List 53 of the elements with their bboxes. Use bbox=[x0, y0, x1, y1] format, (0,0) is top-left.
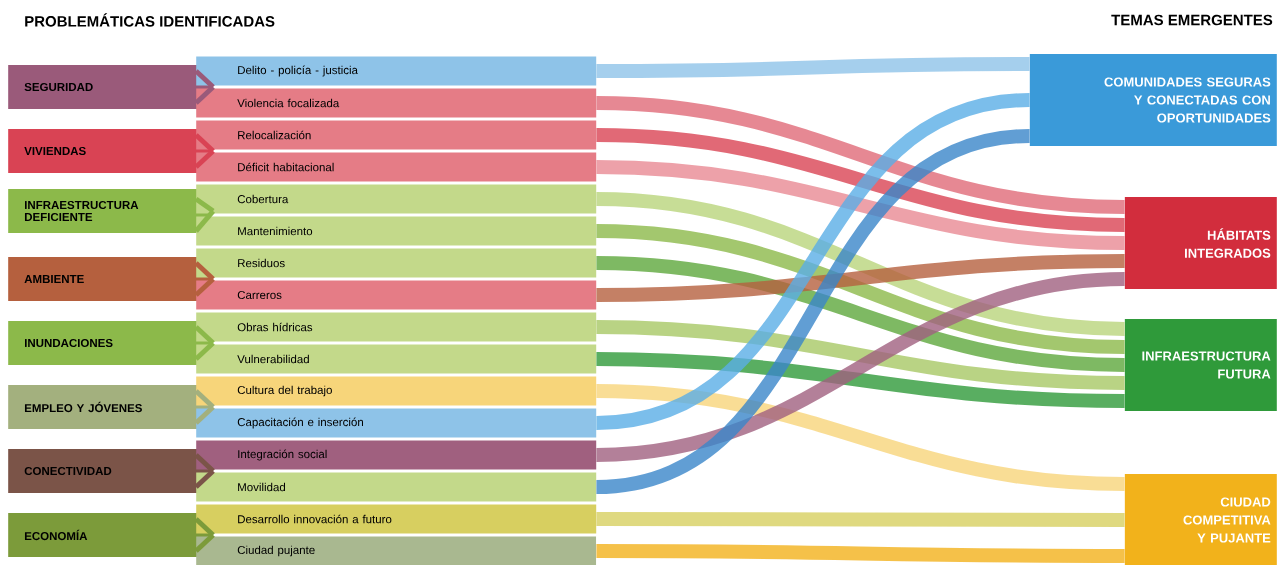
flow-ribbon bbox=[595, 272, 1126, 462]
connector-strip bbox=[194, 209, 216, 233]
topic-band: Residuos bbox=[196, 248, 597, 278]
connector-strip bbox=[194, 517, 215, 537]
topic-band: Capacitación e inserción bbox=[196, 408, 597, 438]
theme-band: CIUDAD COMPETITIVA Y PUJANTE bbox=[1124, 474, 1277, 565]
connector-strip bbox=[194, 277, 215, 297]
topic-band: Carreros bbox=[196, 280, 597, 310]
flow-ribbon bbox=[596, 352, 1125, 408]
theme-band: COMUNIDADES SEGURAS Y CONECTADAS CON OPORTUNIDADES bbox=[1029, 54, 1277, 146]
flow-ribbon bbox=[596, 256, 1125, 372]
connector-strip bbox=[194, 469, 215, 489]
topic-band: Desarrollo innovación a futuro bbox=[196, 504, 597, 534]
connector-strip bbox=[194, 453, 215, 473]
connector-strip bbox=[194, 341, 215, 361]
topic-band: Delito - policía - justicia bbox=[196, 56, 597, 86]
connector-strip bbox=[194, 69, 215, 89]
flow-ribbon bbox=[596, 320, 1125, 390]
flow-ribbon bbox=[595, 129, 1031, 494]
connector-strip bbox=[194, 325, 215, 345]
flow-ribbon bbox=[596, 254, 1125, 302]
flow-ribbon bbox=[596, 128, 1125, 232]
connector-strip bbox=[194, 405, 215, 425]
topic-band: Violencia focalizada bbox=[196, 88, 597, 118]
flow-ribbon bbox=[596, 544, 1125, 563]
theme-band: HÁBITATS INTEGRADOS bbox=[1124, 197, 1277, 289]
topic-band: Vulnerabilidad bbox=[196, 344, 597, 374]
connector-strip bbox=[194, 85, 215, 105]
heading: TEMAS EMERGENTES bbox=[1111, 14, 1273, 26]
connector-strip bbox=[194, 196, 215, 214]
topic-band: Integración social bbox=[196, 440, 597, 470]
topic-band: Ciudad pujante bbox=[196, 536, 597, 565]
topic-band: Obras hídricas bbox=[196, 312, 597, 342]
topic-band: Mantenimiento bbox=[196, 216, 597, 246]
connector-strip bbox=[194, 261, 215, 281]
flow-ribbon bbox=[595, 93, 1031, 430]
topic-band: Movilidad bbox=[196, 472, 597, 502]
connector-strip bbox=[194, 389, 215, 409]
topic-band: Relocalización bbox=[196, 120, 597, 150]
flow-ribbon bbox=[596, 224, 1125, 354]
connector-strip bbox=[194, 149, 215, 169]
topic-band: Déficit habitacional bbox=[196, 152, 597, 182]
connector-strip bbox=[194, 133, 215, 153]
topic-band: Cobertura bbox=[196, 184, 597, 214]
flow-ribbon bbox=[596, 96, 1125, 214]
flow-ribbon bbox=[596, 384, 1125, 491]
theme-band: INFRAESTRUCTURA FUTURA bbox=[1124, 319, 1277, 411]
flow-ribbon bbox=[596, 57, 1030, 78]
flow-ribbon bbox=[596, 192, 1125, 336]
flow-ribbon bbox=[596, 512, 1125, 527]
connector-strip bbox=[194, 533, 215, 553]
heading: PROBLEMÁTICAS IDENTIFICADAS bbox=[25, 13, 275, 27]
topic-band: Cultura del trabajo bbox=[196, 376, 597, 406]
